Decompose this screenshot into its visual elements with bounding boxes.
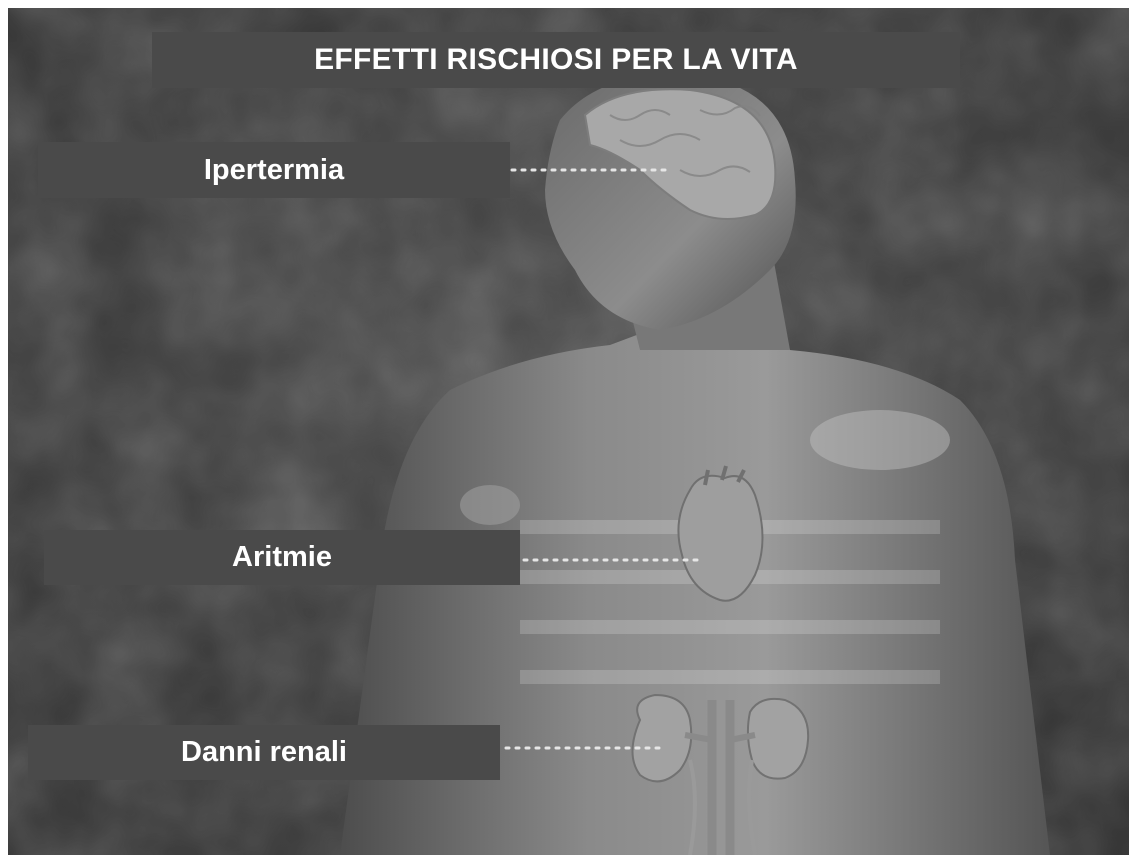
label-hyperthermia: Ipertermia (38, 142, 510, 198)
page-title: EFFETTI RISCHIOSI PER LA VITA (152, 32, 960, 88)
label-arrhythmia: Aritmie (44, 530, 520, 585)
label-kidney-damage: Danni renali (28, 725, 500, 780)
shoulder-highlight (810, 410, 950, 470)
chest-shade (460, 485, 520, 525)
